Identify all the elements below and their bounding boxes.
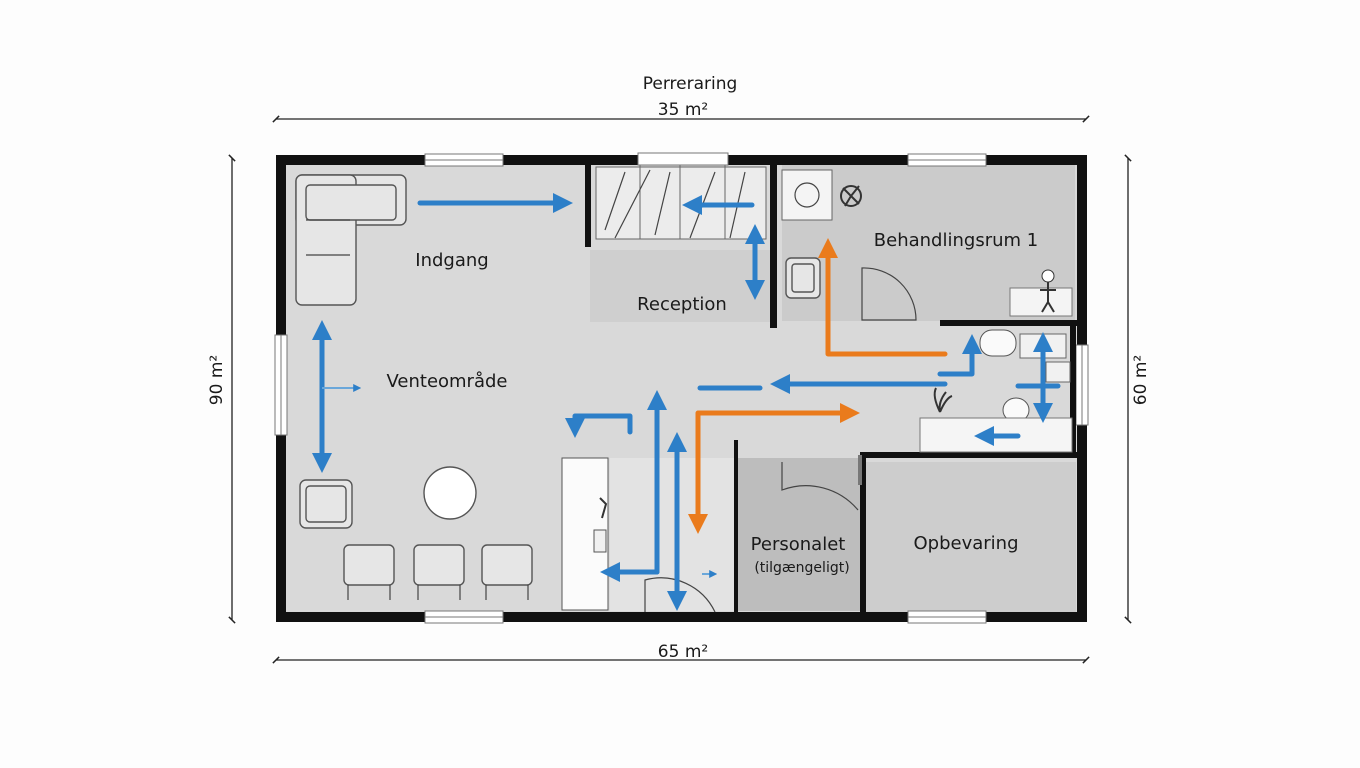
- room-label-treatment: Behandlingsrum 1: [874, 230, 1038, 251]
- top-area-label: 35 m²: [658, 100, 708, 120]
- round-table-icon: [423, 466, 477, 520]
- room-label-entrance: Indgang: [415, 250, 488, 271]
- sink-icon: [919, 333, 1073, 453]
- reception-counter-area: [590, 250, 770, 322]
- room-label-storage: Opbevaring: [913, 533, 1018, 554]
- room-label-staff: Personalet: [751, 534, 846, 555]
- toilet-icon: [979, 329, 1030, 423]
- blue-circulation-arrows: [312, 193, 1061, 611]
- window-icon: [274, 153, 1089, 624]
- room-label-staff-note: (tilgængeligt): [754, 560, 849, 576]
- armchair-icon: [299, 479, 353, 529]
- room-label-reception: Reception: [637, 294, 727, 315]
- dimension-lines: [228, 115, 1132, 664]
- reception-counter: [561, 457, 609, 611]
- plant-icon: [840, 185, 862, 207]
- room-label-waiting: Venteområde: [386, 371, 507, 392]
- left-area-label: 90 m²: [207, 355, 227, 405]
- armchair-icon: [785, 257, 821, 299]
- sink-icon: [781, 169, 833, 221]
- top-title: Perreraring: [643, 74, 738, 94]
- corridor-floor: [610, 458, 738, 611]
- orange-circulation-arrows: [688, 238, 948, 534]
- person-icon: [1009, 269, 1073, 317]
- bottom-area-label: 65 m²: [658, 642, 708, 662]
- door-swing-icon: [861, 267, 917, 321]
- plant-icon: [933, 387, 953, 413]
- storage-room-floor: [866, 462, 1076, 612]
- chair-icon: [343, 544, 533, 600]
- right-area-label: 60 m²: [1131, 355, 1151, 405]
- sofa-icon: [295, 174, 407, 306]
